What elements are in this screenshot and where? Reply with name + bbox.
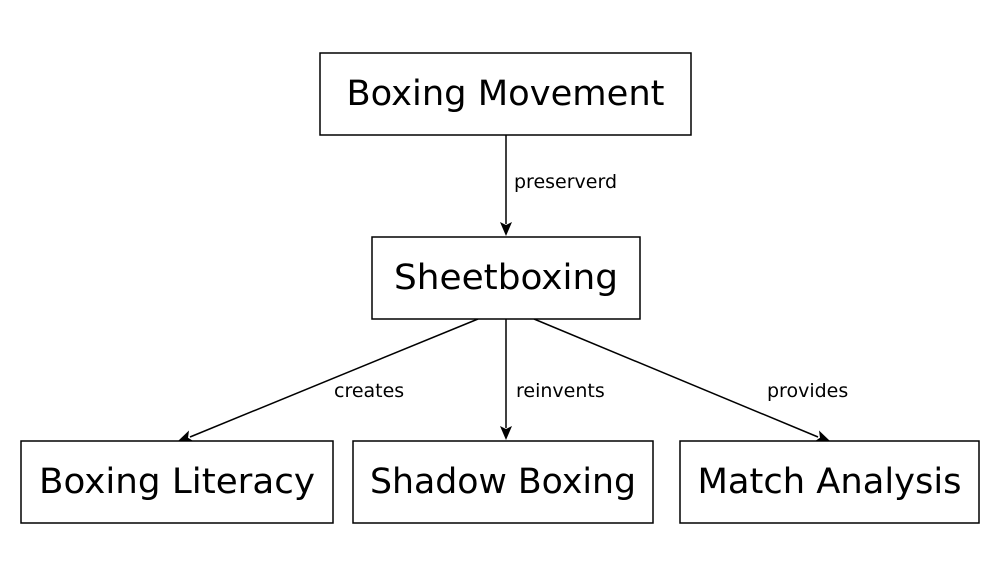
edge-line-creates [189,318,479,438]
node-label-boxing-movement: Boxing Movement [347,74,665,114]
node-label-shadow-boxing: Shadow Boxing [370,462,636,502]
edge-label-reinvents: reinvents [516,380,605,402]
node-match-analysis: Match Analysis [679,440,980,524]
arrow-head-provides [814,430,830,442]
node-label-boxing-literacy: Boxing Literacy [39,462,315,502]
node-boxing-literacy: Boxing Literacy [20,440,334,524]
arrow-head-creates [178,430,194,442]
edge-line-provides [533,318,819,438]
edge-label-preserverd: preserverd [514,171,617,193]
node-shadow-boxing: Shadow Boxing [352,440,654,524]
arrow-head-reinvents [500,426,512,440]
edge-labels: preserverd creates reinvents provides [334,171,848,402]
node-box-sheetboxing [371,236,641,320]
node-boxing-movement: Boxing Movement [319,52,692,136]
node-box-match-analysis [679,440,980,524]
edge-label-creates: creates [334,380,404,402]
edge-label-provides: provides [767,380,848,402]
arrow-head-preserverd [500,222,512,236]
node-box-boxing-movement [319,52,692,136]
node-sheetboxing: Sheetboxing [371,236,641,320]
edges [178,135,830,442]
node-label-sheetboxing: Sheetboxing [394,258,618,298]
node-box-boxing-literacy [20,440,334,524]
node-box-shadow-boxing [352,440,654,524]
node-label-match-analysis: Match Analysis [698,462,962,502]
